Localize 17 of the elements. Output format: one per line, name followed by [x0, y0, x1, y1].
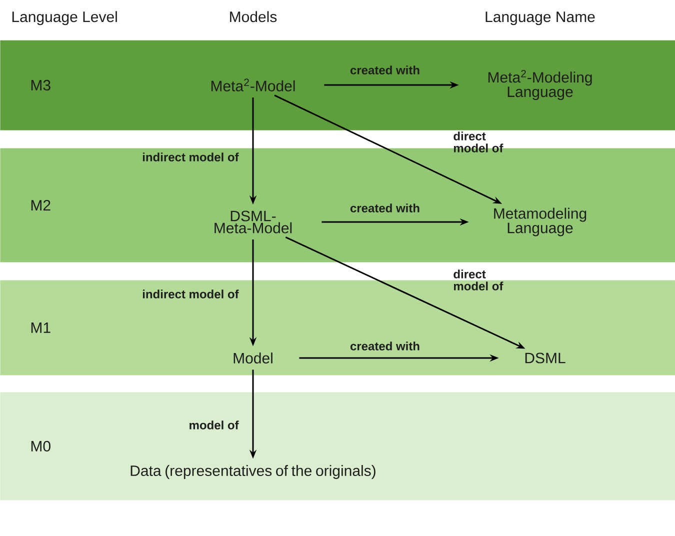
column-heading: Models	[230, 11, 277, 22]
language-label: Metamodeling Language	[494, 208, 586, 236]
edge-label: indirect model of	[142, 152, 239, 162]
model-label: Data (representatives of the originals)	[130, 465, 376, 479]
language-label: Meta$^{2}$-Modeling Language	[488, 70, 592, 100]
edge-label: direct model of	[454, 270, 504, 290]
edge-label: created with	[350, 204, 420, 212]
model-label: Meta$^{2}$-Model	[211, 78, 295, 92]
edge-label: indirect model of	[142, 290, 239, 298]
model-label: Model	[234, 352, 272, 364]
edge-label: created with	[350, 66, 420, 74]
edge-label: model of	[190, 420, 239, 430]
language-label: DSML	[525, 352, 566, 364]
model-label: DSML- Meta-Model	[214, 210, 292, 234]
edge-label: created with	[350, 342, 420, 350]
column-heading: Language Name	[486, 12, 595, 26]
column-heading: Language Level	[12, 11, 117, 26]
